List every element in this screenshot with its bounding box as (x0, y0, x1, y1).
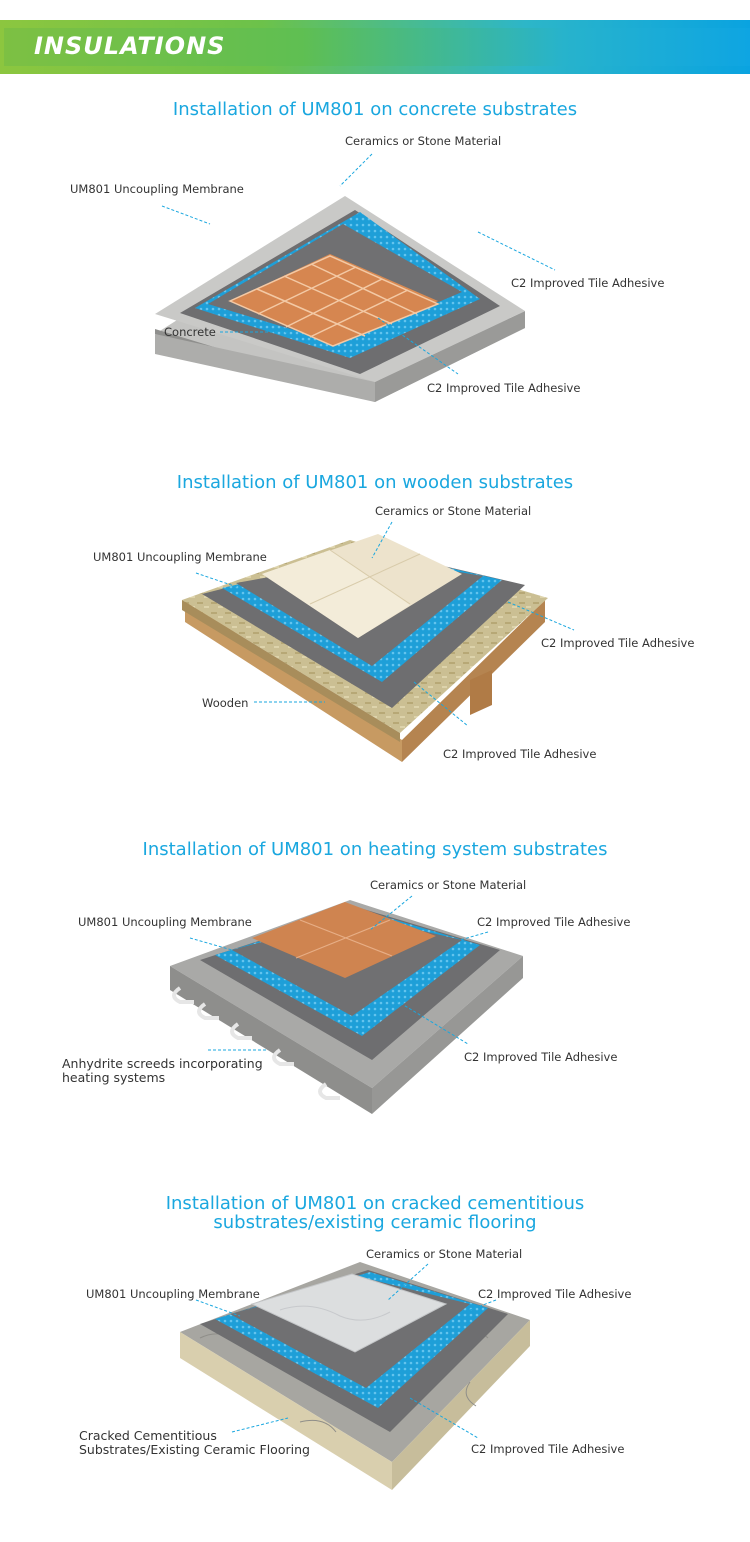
label-adhesive-right: C2 Improved Tile Adhesive (477, 915, 631, 929)
label-substrate-line2: Substrates/Existing Ceramic Flooring (79, 1442, 310, 1457)
header-banner: INSULATIONS (0, 20, 750, 74)
label-substrate-line1: Anhydrite screeds incorporating (62, 1056, 263, 1071)
label-membrane: UM801 Uncoupling Membrane (86, 1287, 260, 1301)
label-adhesive-right: C2 Improved Tile Adhesive (478, 1287, 632, 1301)
section-concrete: Installation of UM801 on concrete substr… (0, 96, 750, 416)
section-cracked: Installation of UM801 on cracked cementi… (0, 1192, 750, 1512)
section-title: Installation of UM801 on wooden substrat… (176, 472, 574, 493)
heating-diagram (170, 895, 523, 1114)
label-membrane: UM801 Uncoupling Membrane (70, 182, 244, 196)
cracked-diagram (180, 1262, 530, 1490)
label-substrate-line1: Cracked Cementitious (79, 1428, 217, 1443)
label-top-material: Ceramics or Stone Material (375, 504, 532, 518)
concrete-diagram (155, 153, 556, 402)
label-top-material: Ceramics or Stone Material (366, 1247, 523, 1261)
label-adhesive-bottom: C2 Improved Tile Adhesive (471, 1442, 625, 1456)
section-title-line2: substrates/existing ceramic flooring (213, 1212, 537, 1233)
label-membrane: UM801 Uncoupling Membrane (78, 915, 252, 929)
banner-title: INSULATIONS (34, 32, 226, 60)
label-substrate: Concrete (164, 325, 216, 339)
section-wooden: Installation of UM801 on wooden substrat… (0, 470, 750, 780)
label-substrate-line2: heating systems (62, 1070, 166, 1085)
label-top-material: Ceramics or Stone Material (370, 878, 527, 892)
label-adhesive-bottom: C2 Improved Tile Adhesive (443, 747, 597, 761)
section-title: Installation of UM801 on concrete substr… (172, 99, 578, 120)
section-heating: Installation of UM801 on heating system … (0, 838, 750, 1128)
label-adhesive-bottom: C2 Improved Tile Adhesive (464, 1050, 618, 1064)
wooden-diagram (182, 521, 575, 762)
label-substrate: Wooden (202, 696, 249, 710)
label-top-material: Ceramics or Stone Material (345, 134, 502, 148)
label-adhesive-right: C2 Improved Tile Adhesive (511, 276, 665, 290)
label-membrane: UM801 Uncoupling Membrane (93, 550, 267, 564)
banner-inner-strip (4, 28, 750, 66)
label-adhesive-bottom: C2 Improved Tile Adhesive (427, 381, 581, 395)
section-title-line1: Installation of UM801 on cracked cementi… (165, 1193, 585, 1214)
section-title: Installation of UM801 on heating system … (142, 839, 608, 860)
label-adhesive-right: C2 Improved Tile Adhesive (541, 636, 695, 650)
